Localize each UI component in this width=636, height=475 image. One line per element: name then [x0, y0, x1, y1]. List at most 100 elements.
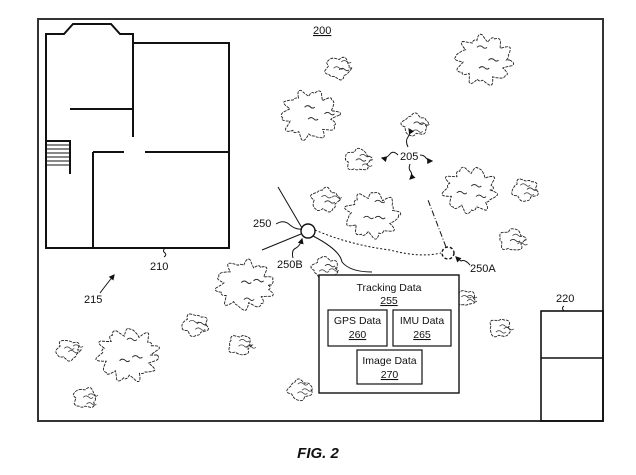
- bush-texture: [519, 183, 531, 187]
- imu-data-ref: 265: [413, 329, 431, 341]
- label-250b: 250B: [277, 259, 303, 271]
- bush-texture: [499, 324, 510, 328]
- bush: [95, 327, 160, 382]
- device-position-250b: [300, 223, 316, 239]
- tracking-data-title: Tracking Data: [357, 282, 422, 294]
- bush-texture: [361, 163, 373, 167]
- bush-texture: [297, 382, 309, 386]
- bush-texture: [243, 297, 255, 301]
- bush-texture: [324, 112, 335, 116]
- bush-texture: [475, 194, 487, 198]
- bush-texture: [374, 216, 386, 220]
- label-250a: 250A: [470, 263, 496, 275]
- bush-texture: [503, 327, 514, 331]
- bush-texture: [126, 337, 138, 341]
- bush-texture: [374, 199, 386, 204]
- bush-texture: [132, 355, 143, 359]
- bush: [324, 56, 353, 81]
- bush: [400, 112, 429, 137]
- bush-texture: [318, 269, 330, 273]
- bush: [280, 89, 341, 141]
- arrow-215: [99, 274, 115, 294]
- image-data-label: Image Data: [362, 355, 416, 367]
- bush-texture: [412, 129, 423, 133]
- bush-texture: [488, 58, 499, 62]
- bush-texture: [324, 264, 336, 268]
- bush-texture: [466, 299, 478, 303]
- bush: [55, 339, 82, 362]
- bush: [214, 258, 274, 311]
- bush-texture: [188, 319, 200, 324]
- bushes: [55, 33, 539, 408]
- gps-data-ref: 260: [349, 329, 367, 341]
- imu-data-label: IMU Data: [400, 315, 445, 327]
- device-trajectory: [261, 186, 447, 273]
- bush-texture: [63, 346, 75, 350]
- bush-texture: [512, 233, 523, 237]
- label-200: 200: [313, 25, 331, 37]
- bush-texture: [304, 105, 316, 109]
- bush-texture: [419, 122, 430, 126]
- arrows-205: [380, 128, 434, 180]
- bush-texture: [509, 238, 521, 243]
- bush-texture: [82, 395, 94, 399]
- bush-texture: [324, 200, 335, 204]
- bush-texture: [68, 350, 79, 354]
- bush-texture: [301, 388, 313, 392]
- bush: [181, 313, 209, 337]
- bush-texture: [523, 192, 535, 196]
- imu-data-box: [392, 309, 452, 347]
- bush-texture: [338, 67, 350, 72]
- image-data-box: [356, 349, 423, 385]
- label-210: 210: [150, 261, 168, 273]
- image-data-ref: 270: [381, 369, 399, 381]
- bush-texture: [478, 66, 490, 70]
- figure-caption: FIG. 2: [297, 445, 339, 462]
- device-position-250a: [441, 246, 455, 260]
- bush: [344, 192, 402, 240]
- bush-texture: [297, 391, 308, 395]
- bush-texture: [476, 45, 488, 49]
- bush: [441, 166, 498, 215]
- structure-220: [540, 310, 604, 422]
- bush-texture: [359, 154, 370, 158]
- bush-texture: [253, 279, 264, 283]
- bush-texture: [72, 344, 84, 348]
- bush-texture: [245, 345, 257, 349]
- tracking-data-ref: 255: [380, 295, 398, 307]
- bush-texture: [526, 187, 538, 191]
- bush-texture: [456, 190, 468, 195]
- bush-texture: [238, 344, 249, 348]
- bush-texture: [119, 358, 130, 362]
- bush-texture: [355, 158, 367, 162]
- gps-data-label: GPS Data: [334, 315, 381, 327]
- bush-texture: [333, 66, 344, 70]
- label-215: 215: [84, 294, 102, 306]
- bush-texture: [363, 215, 374, 220]
- bush: [310, 186, 342, 213]
- bush-texture: [413, 121, 424, 125]
- bush: [489, 318, 511, 338]
- label-220: 220: [556, 293, 574, 305]
- label-205: 205: [400, 151, 418, 163]
- gps-data-box: [327, 309, 388, 347]
- bush: [457, 290, 476, 306]
- bush-texture: [471, 184, 482, 188]
- bush-texture: [331, 195, 343, 199]
- bush: [286, 378, 313, 402]
- bush: [511, 178, 539, 202]
- tracking-data-box: Tracking Data 255 GPS Data 260 IMU Data …: [318, 274, 460, 394]
- bush-texture: [307, 117, 319, 121]
- bush-texture: [239, 339, 250, 343]
- bush-texture: [196, 322, 208, 326]
- bush-texture: [495, 330, 507, 334]
- bush-texture: [340, 60, 352, 64]
- bush: [454, 33, 515, 86]
- bush-texture: [517, 242, 528, 246]
- bush-texture: [194, 327, 206, 331]
- bush-texture: [461, 295, 472, 299]
- bush-texture: [86, 402, 97, 406]
- bush-texture: [87, 393, 99, 397]
- scene-frame: [37, 18, 604, 422]
